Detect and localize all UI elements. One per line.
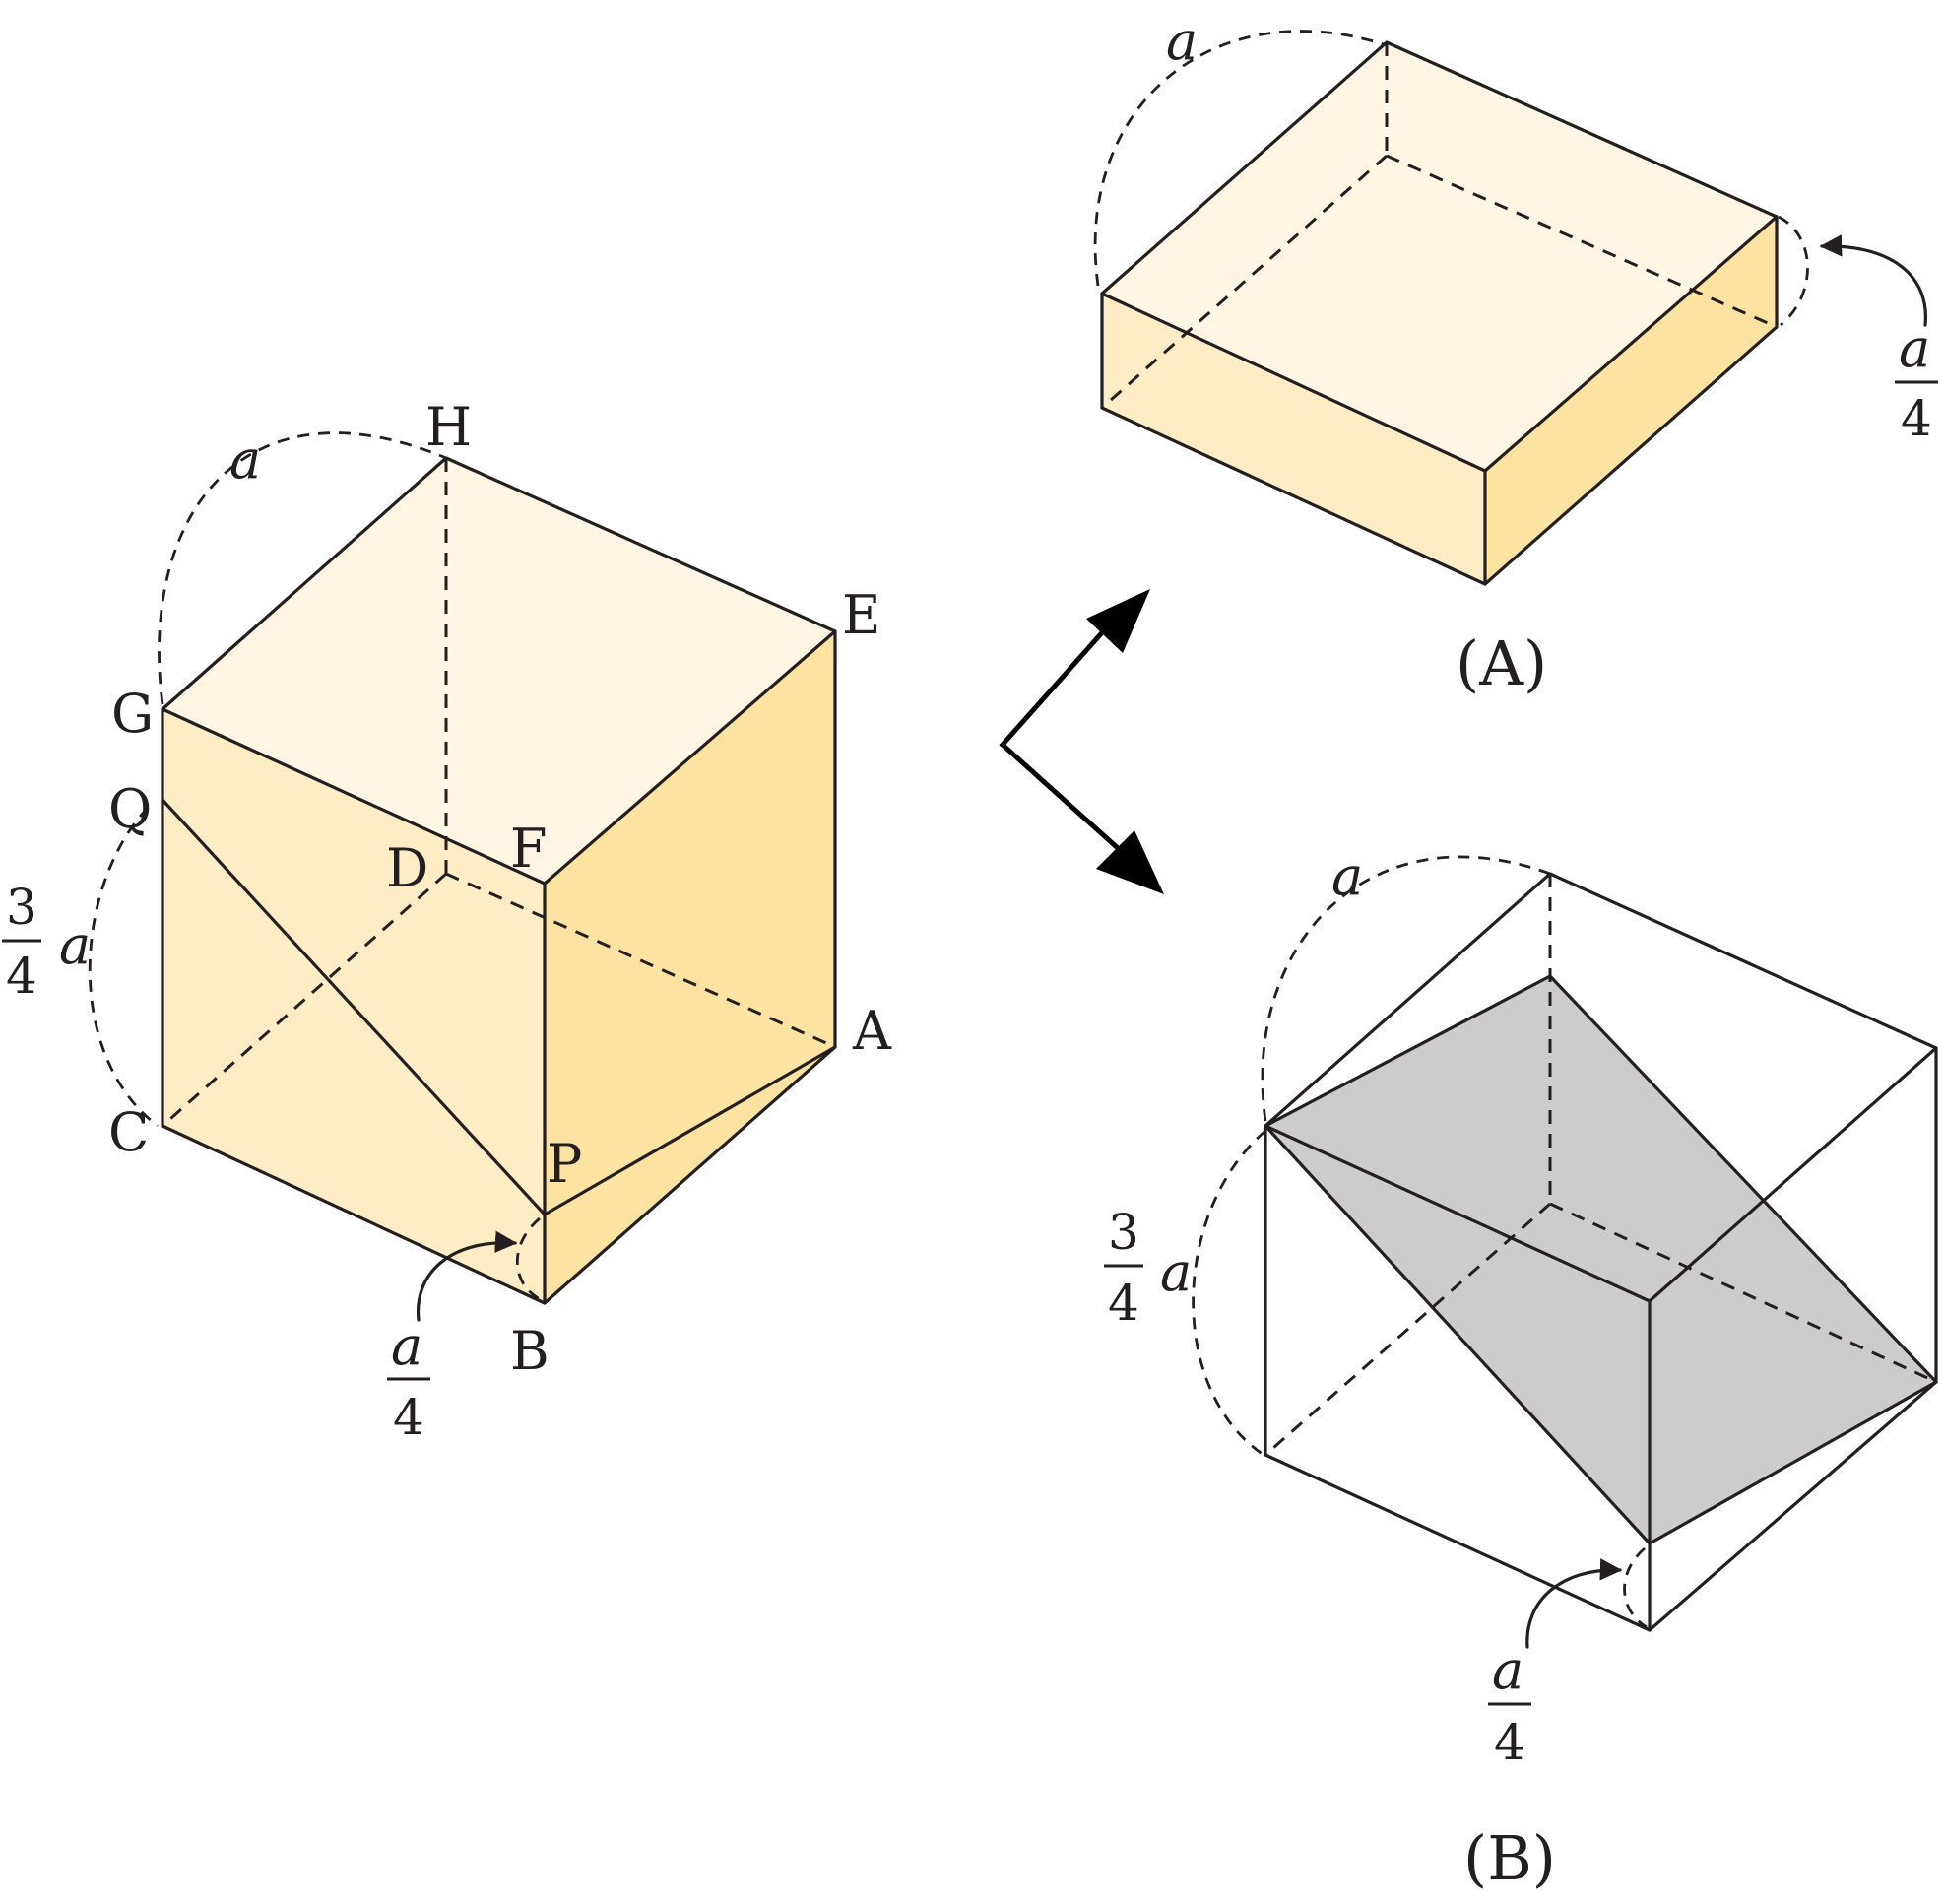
slab-front-face xyxy=(1102,294,1485,584)
piece-a-slab: a a 4 (A) xyxy=(1093,10,1938,699)
cube-height-variable: a xyxy=(59,914,91,976)
section-edge-right-down xyxy=(1548,974,1938,1384)
piece-b-section: a 3 4 a a 4 (B) xyxy=(1104,845,1938,1894)
cube-right-face xyxy=(545,631,835,1303)
piece-b-caption: (B) xyxy=(1463,1822,1556,1894)
point-label-q: Q xyxy=(108,778,152,840)
slab-edge-label: a xyxy=(1166,10,1198,72)
cube-height-dim-arc xyxy=(88,807,159,1128)
split-arrow-head-down xyxy=(1096,830,1164,894)
cube-bottom-pointer xyxy=(416,1230,518,1322)
section-edge-bottom-right xyxy=(1648,1380,1938,1545)
wire-height-fraction: 3 4 a xyxy=(1104,1204,1192,1332)
piece-a-caption: (A) xyxy=(1456,627,1547,699)
split-arrow-stem xyxy=(999,619,1130,859)
wire-bottom-numerator: a xyxy=(1492,1639,1523,1701)
cube-bottom-numerator: a xyxy=(391,1315,422,1377)
cut-line-qp xyxy=(161,798,547,1216)
section-plane xyxy=(1265,976,1936,1543)
slab-height-numerator: a xyxy=(1899,317,1930,379)
slab-edge-dim-arc xyxy=(1093,30,1385,287)
vertex-label-c: C xyxy=(108,1101,149,1163)
cube-bottom-dim-arc xyxy=(515,1216,543,1302)
split-arrows xyxy=(999,589,1164,894)
slab-height-fraction: a 4 xyxy=(1895,317,1938,447)
cube-bottom-denominator: 4 xyxy=(393,1389,424,1446)
split-arrow-head-up xyxy=(1086,589,1150,653)
point-label-p: P xyxy=(547,1133,582,1195)
cube-bottom-fraction: a 4 xyxy=(387,1315,430,1446)
slab-height-denominator: 4 xyxy=(1901,390,1932,447)
wire-height-denominator: 4 xyxy=(1108,1275,1139,1332)
cube-height-denominator: 4 xyxy=(6,948,37,1005)
wire-edge-dim-arc xyxy=(1261,855,1551,1122)
wire-bottom-denominator: 4 xyxy=(1494,1714,1525,1771)
cube-edge-dim-arc xyxy=(158,431,447,705)
slab-height-pointer xyxy=(1819,234,1927,327)
wire-cube-hidden-left xyxy=(1264,1202,1551,1457)
wire-height-variable: a xyxy=(1160,1241,1192,1303)
section-edge-left-up xyxy=(1264,974,1552,1128)
wire-bottom-dim-arc xyxy=(1623,1546,1648,1629)
slab-hidden-edge-right xyxy=(1386,154,1778,329)
wire-height-numerator: 3 xyxy=(1108,1204,1139,1261)
vertex-label-f: F xyxy=(510,818,547,880)
wire-edge-label: a xyxy=(1331,845,1363,907)
vertex-label-b: B xyxy=(510,1320,550,1382)
slab-hidden-edge-left xyxy=(1101,154,1388,410)
wire-bottom-fraction: a 4 xyxy=(1488,1639,1531,1771)
vertex-label-d: D xyxy=(386,837,428,899)
cube-hidden-edge-da xyxy=(445,872,836,1049)
slab-height-dim-arc xyxy=(1778,215,1809,327)
section-edge-left-down xyxy=(1264,1124,1652,1545)
vertex-label-h: H xyxy=(425,396,472,458)
cube-height-numerator: 3 xyxy=(6,879,37,936)
wire-bottom-pointer xyxy=(1525,1558,1623,1649)
vertex-label-e: E xyxy=(842,584,880,646)
cut-line-pa xyxy=(543,1045,837,1216)
vertex-label-a: A xyxy=(852,1000,892,1062)
cube-height-fraction: 3 4 a xyxy=(2,879,91,1005)
vertex-label-g: G xyxy=(111,683,154,745)
cube-hidden-edge-dc xyxy=(162,872,447,1128)
cube-edge-label: a xyxy=(229,428,261,491)
slab-right-face xyxy=(1485,217,1777,584)
original-cube: H E G Q F D A C P B a 3 4 a a 4 xyxy=(2,396,892,1446)
wire-height-dim-arc xyxy=(1192,1129,1266,1457)
